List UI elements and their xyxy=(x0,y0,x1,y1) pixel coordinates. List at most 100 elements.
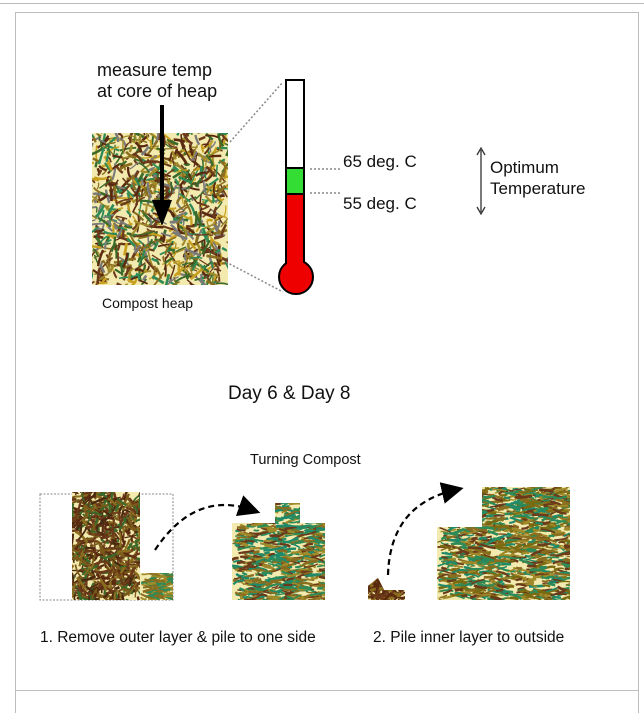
compost-strand xyxy=(313,554,318,555)
compost-strand xyxy=(371,570,383,578)
compost-strand xyxy=(140,135,141,144)
compost-strand xyxy=(530,486,546,487)
compost-strand xyxy=(318,561,325,562)
compost-strand xyxy=(522,553,529,554)
compost-strand xyxy=(164,148,178,149)
compost-strand xyxy=(262,511,278,512)
compost-strand xyxy=(200,274,201,281)
upper-temp-label: 65 deg. C xyxy=(343,152,417,171)
compost-strand xyxy=(463,504,479,505)
compost-strand xyxy=(469,505,476,506)
compost-strand xyxy=(240,504,248,506)
compost-strand xyxy=(232,516,240,518)
compost-strand xyxy=(318,510,329,514)
compost-strand xyxy=(87,261,93,266)
compost-strand xyxy=(90,273,92,280)
compost-strand xyxy=(443,486,456,489)
compost-strand xyxy=(252,517,262,519)
compost-strand xyxy=(171,582,187,586)
compost-strand xyxy=(172,572,185,575)
compost-strand xyxy=(390,571,393,580)
compost-strand xyxy=(468,484,476,487)
double-arrow-icon xyxy=(477,148,485,214)
compost-strand xyxy=(303,514,316,518)
compost-strand xyxy=(533,576,547,577)
compost-strand xyxy=(302,504,315,508)
compost-strand xyxy=(324,594,331,595)
compost-strand xyxy=(438,509,449,512)
compost-strand xyxy=(387,583,397,588)
heap-label: Compost heap xyxy=(102,295,193,311)
compost-strand xyxy=(232,516,247,522)
compost-strand xyxy=(458,492,464,493)
compost-strand xyxy=(63,507,73,510)
step2-caption: 2. Pile inner layer to outside xyxy=(373,629,564,646)
compost-strand xyxy=(459,500,465,501)
compost-strand xyxy=(99,562,109,563)
compost-strand xyxy=(239,568,249,569)
compost-strand xyxy=(239,517,253,519)
compost-strand xyxy=(277,551,287,552)
compost-strand xyxy=(252,505,263,508)
compost-strand xyxy=(395,593,401,594)
compost-strand xyxy=(255,516,267,517)
compost-strand xyxy=(384,584,399,589)
compost-strand xyxy=(455,494,472,495)
compost-strand xyxy=(460,490,466,491)
compost-strand xyxy=(323,512,338,516)
compost-strand xyxy=(457,488,472,494)
compost-strand xyxy=(460,570,468,571)
compost-strand xyxy=(301,513,309,515)
compost-strand xyxy=(451,510,460,511)
compost-strand xyxy=(109,518,115,519)
compost-strand xyxy=(454,521,464,524)
compost-strand xyxy=(294,530,299,531)
compost-strand xyxy=(266,519,275,521)
compost-strand xyxy=(109,266,110,273)
compost-strand xyxy=(532,515,548,516)
compost-strand xyxy=(450,575,461,576)
compost-strand xyxy=(112,485,125,493)
compost-strand xyxy=(460,501,468,504)
compost-strand xyxy=(93,523,94,534)
compost-strand xyxy=(120,122,125,135)
compost-strand xyxy=(440,497,455,501)
compost-strand xyxy=(467,521,483,523)
compost-strand xyxy=(437,512,448,514)
compost-strand xyxy=(373,569,382,578)
compost-strand xyxy=(324,574,338,578)
compost-strand xyxy=(258,511,265,514)
compost-strand xyxy=(457,572,466,573)
compost-strand xyxy=(154,596,161,597)
compost-strand xyxy=(464,505,471,507)
compost-strand xyxy=(390,575,393,582)
compost-strand xyxy=(466,515,473,517)
compost-strand xyxy=(118,252,119,265)
compost-strand xyxy=(559,581,571,582)
compost-strand xyxy=(453,504,469,505)
compost-strand xyxy=(191,147,198,148)
compost-strand xyxy=(441,517,447,519)
compost-strand xyxy=(299,508,311,512)
compost-strand xyxy=(236,537,250,538)
compost-strand xyxy=(464,506,472,508)
compost-strand xyxy=(570,508,575,509)
compost-strand xyxy=(530,534,541,535)
compost-strand xyxy=(439,500,452,503)
compost-strand xyxy=(305,515,320,519)
compost-strand xyxy=(494,526,503,527)
compost-strand xyxy=(252,520,263,523)
compost-strand xyxy=(402,584,408,590)
compost-strand xyxy=(568,520,580,521)
compost-strand xyxy=(315,510,320,512)
compost-strand xyxy=(147,582,155,583)
compost-strand xyxy=(535,523,543,524)
compost-strand xyxy=(447,511,459,512)
compost-strand xyxy=(226,186,241,187)
compost-strand xyxy=(465,487,474,490)
compost-strand xyxy=(438,502,448,505)
compost-strand xyxy=(482,572,487,573)
compost-strand xyxy=(307,507,322,511)
compost-strand xyxy=(309,517,324,519)
compost-strand xyxy=(151,140,152,149)
